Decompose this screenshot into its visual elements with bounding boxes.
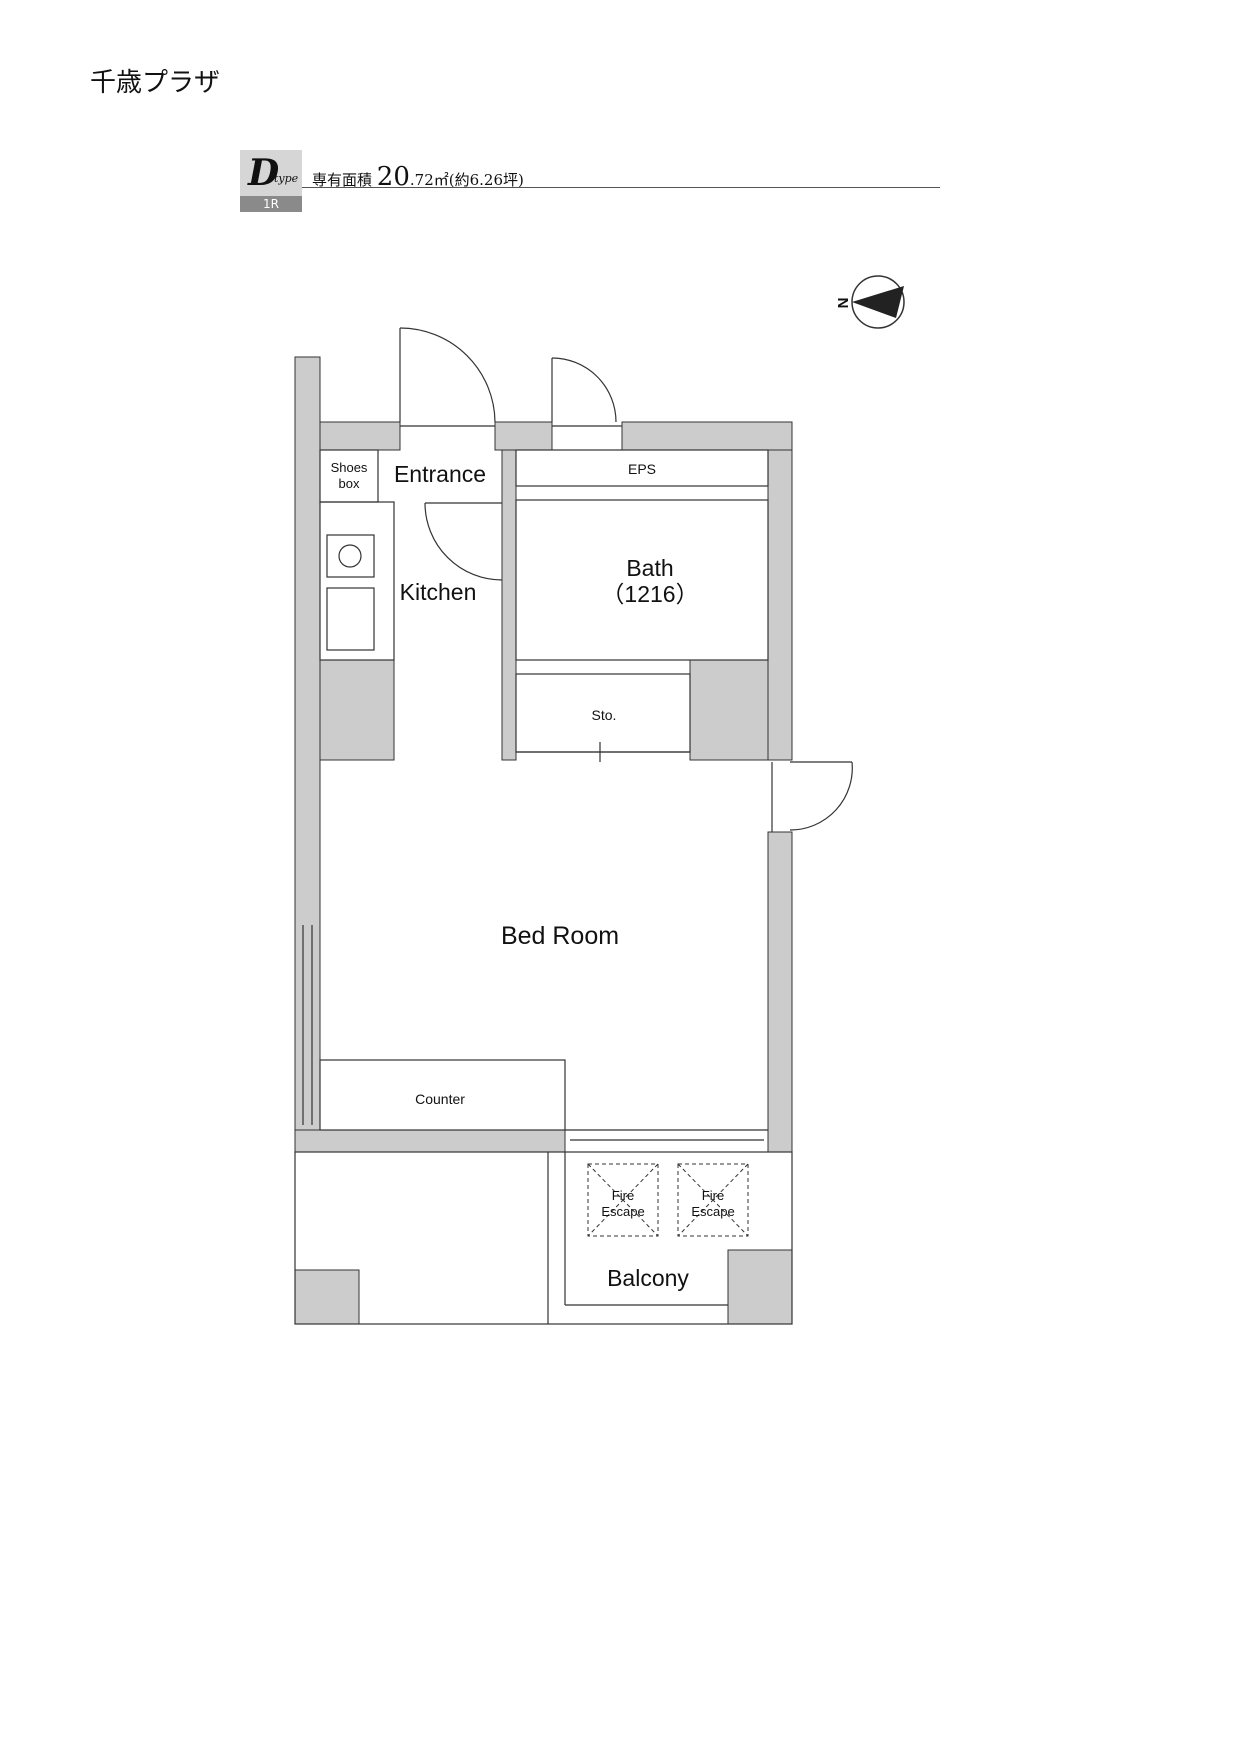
wall-west: [294, 356, 321, 1131]
walls: [294, 356, 793, 1325]
room-labels: Shoes box Entrance EPS Bath （1216） Kitch…: [331, 460, 735, 1291]
wall-north-mid: [494, 421, 553, 451]
fire-escape-1-label-2: Escape: [601, 1204, 644, 1219]
unit-header: D type 1R 専有面積 20.72㎡(約6.26坪): [240, 150, 940, 212]
fire-escape-1-label-1: Fire: [612, 1188, 634, 1203]
fire-escape-2-box: [677, 1163, 749, 1237]
bath-label: Bath: [626, 555, 673, 581]
burner-icon: [338, 544, 362, 568]
kitchen-label: Kitchen: [400, 579, 477, 605]
counter-label: Counter: [415, 1091, 465, 1107]
type-letter: D: [248, 152, 280, 194]
wall-north-left: [319, 421, 401, 451]
area-decimal: .72㎡: [409, 171, 449, 189]
fire-escape-2-cross-b: [677, 1163, 749, 1237]
wall-south: [294, 1129, 566, 1153]
bath-size-label: （1216）: [601, 581, 698, 607]
fire-escape-2-label-1: Fire: [702, 1188, 724, 1203]
wall-east-upper: [767, 449, 793, 761]
doors: [399, 327, 853, 832]
type-badge: D type: [240, 150, 302, 196]
wall-east-lower: [767, 831, 793, 1153]
counter-outline: [319, 1059, 566, 1131]
fire-escape-2-label-2: Escape: [691, 1204, 734, 1219]
wall-north-right: [621, 421, 793, 451]
compass-arrow-icon: [852, 286, 904, 318]
stove-outline: [326, 534, 375, 578]
eps-label: EPS: [628, 461, 656, 477]
eps-outline: [515, 449, 769, 487]
balcony-outline: [294, 1151, 793, 1325]
area-tsubo: (約6.26坪): [448, 171, 524, 189]
interior-lines: [294, 449, 793, 1325]
shoes-box-label-2: box: [339, 476, 360, 491]
entrance-door-swing: [399, 327, 496, 423]
east-door-swing: [789, 761, 853, 831]
building-name: 千歳プラザ: [90, 68, 221, 98]
bath-outline: [515, 499, 769, 661]
kitchen-counter-outline: [319, 501, 395, 661]
balcony-label: Balcony: [607, 1265, 689, 1291]
area-label: 専有面積: [312, 171, 373, 189]
column-kitchen: [319, 659, 395, 761]
sink-outline: [326, 587, 375, 651]
compass: N: [835, 275, 905, 329]
column-balcony-right: [727, 1249, 793, 1325]
entrance-label: Entrance: [394, 461, 486, 487]
type-word: type: [274, 172, 299, 185]
eps-door-swing: [551, 357, 617, 423]
wall-interior: [501, 449, 517, 761]
layout-badge: 1R: [240, 196, 302, 212]
compass-north-label: N: [835, 298, 852, 309]
storage-label: Sto.: [592, 707, 617, 723]
fire-escapes: [587, 1163, 749, 1237]
column-storage: [689, 659, 769, 761]
bath-door-swing: [424, 502, 503, 581]
fire-escape-1-cross-b: [587, 1163, 659, 1237]
fire-escape-1-box: [587, 1163, 659, 1237]
bed-room-label: Bed Room: [501, 922, 619, 950]
shoes-box-label-1: Shoes: [331, 460, 368, 475]
column-balcony-left: [294, 1269, 360, 1325]
header-rule: [302, 187, 940, 188]
